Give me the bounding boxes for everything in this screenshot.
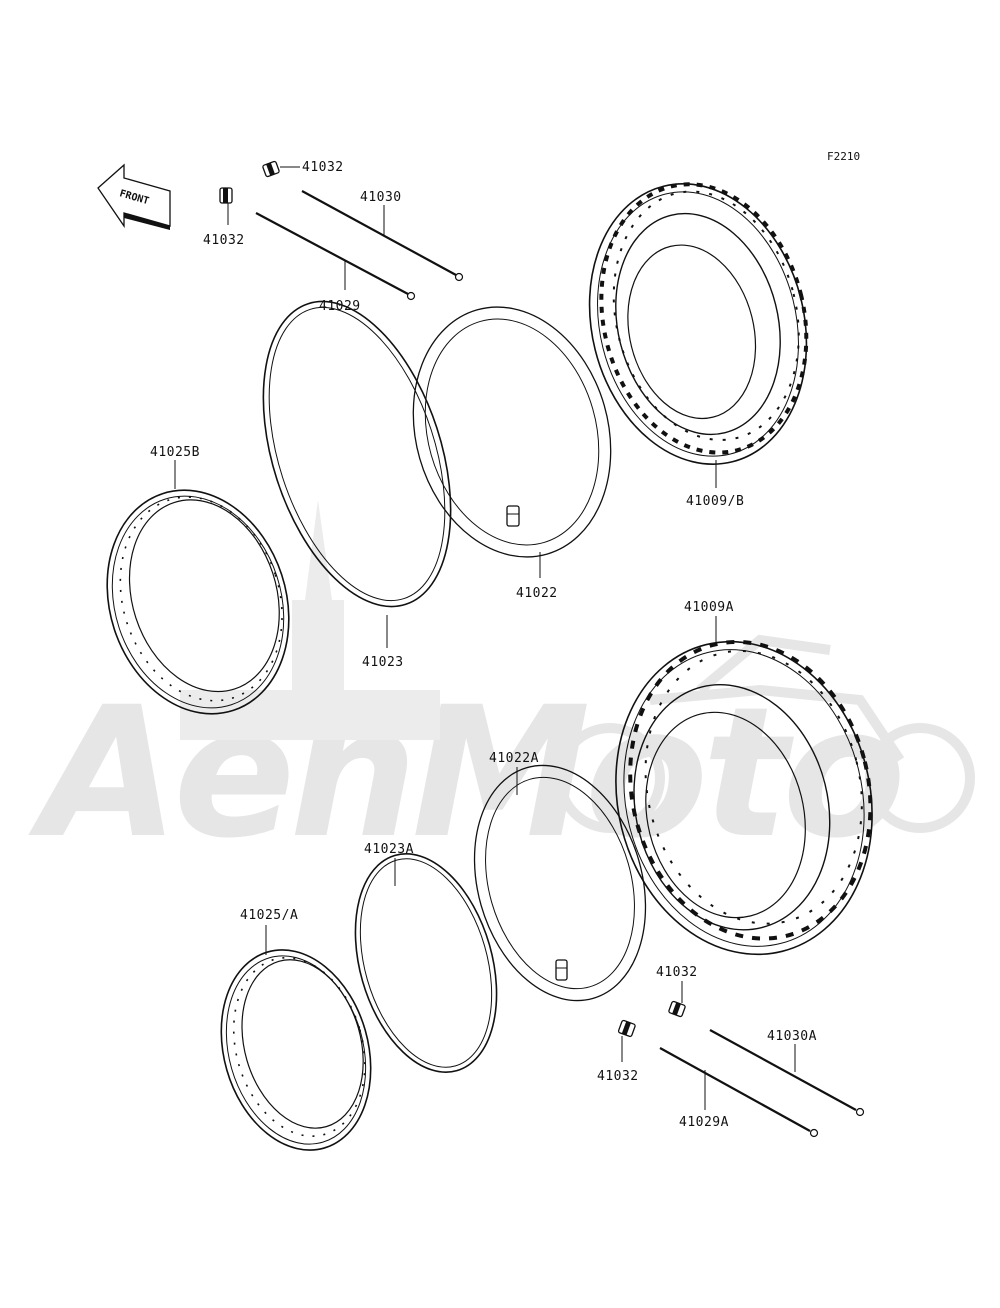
label-41022: 41022 [516, 586, 558, 601]
figure-code: F2210 [827, 150, 860, 163]
rim-band-41023A [354, 853, 498, 1073]
label-41009B: 41009/B [686, 494, 744, 509]
front-arrow-label: FRONT [118, 188, 150, 207]
label-41032-bottom-right: 41032 [656, 965, 698, 980]
valve-stem-icon [506, 505, 520, 527]
label-41029: 41029 [319, 299, 361, 314]
rim-41025A [220, 949, 372, 1151]
tower-watermark-icon [180, 500, 440, 740]
label-41032-top-left: 41032 [203, 233, 245, 248]
spoke-41030 [301, 190, 464, 282]
label-41023: 41023 [362, 655, 404, 670]
rim-41025B [106, 489, 290, 715]
label-41032-bottom-left: 41032 [597, 1069, 639, 1084]
label-41030: 41030 [360, 190, 402, 205]
motorcycle-watermark-icon [555, 634, 975, 833]
valve-cap-icon [617, 1019, 636, 1038]
spoke-41030A [709, 1029, 865, 1117]
label-41030A: 41030A [767, 1029, 817, 1044]
tire-41009A [615, 639, 873, 956]
valve-cap-icon [219, 187, 233, 204]
spoke-41029A [659, 1047, 819, 1138]
label-41029A: 41029A [679, 1115, 729, 1130]
label-41022A: 41022A [489, 751, 539, 766]
label-41009A: 41009A [684, 600, 734, 615]
inner-tube-41022 [412, 306, 612, 558]
watermark: AehMoto [28, 500, 975, 878]
label-41032-top-right: 41032 [302, 160, 344, 175]
label-41025A: 41025/A [240, 908, 298, 923]
inner-tube-41022A [473, 764, 647, 1002]
valve-cap-icon [668, 1000, 686, 1018]
front-direction-arrow-icon: FRONT [97, 163, 171, 230]
valve-cap-icon [262, 160, 280, 178]
label-41025B: 41025B [150, 445, 200, 460]
label-41023A: 41023A [364, 842, 414, 857]
spoke-41029 [255, 212, 416, 301]
tire-41009B [588, 182, 809, 465]
rim-band-41023 [262, 300, 452, 608]
valve-stem-icon [555, 959, 568, 981]
